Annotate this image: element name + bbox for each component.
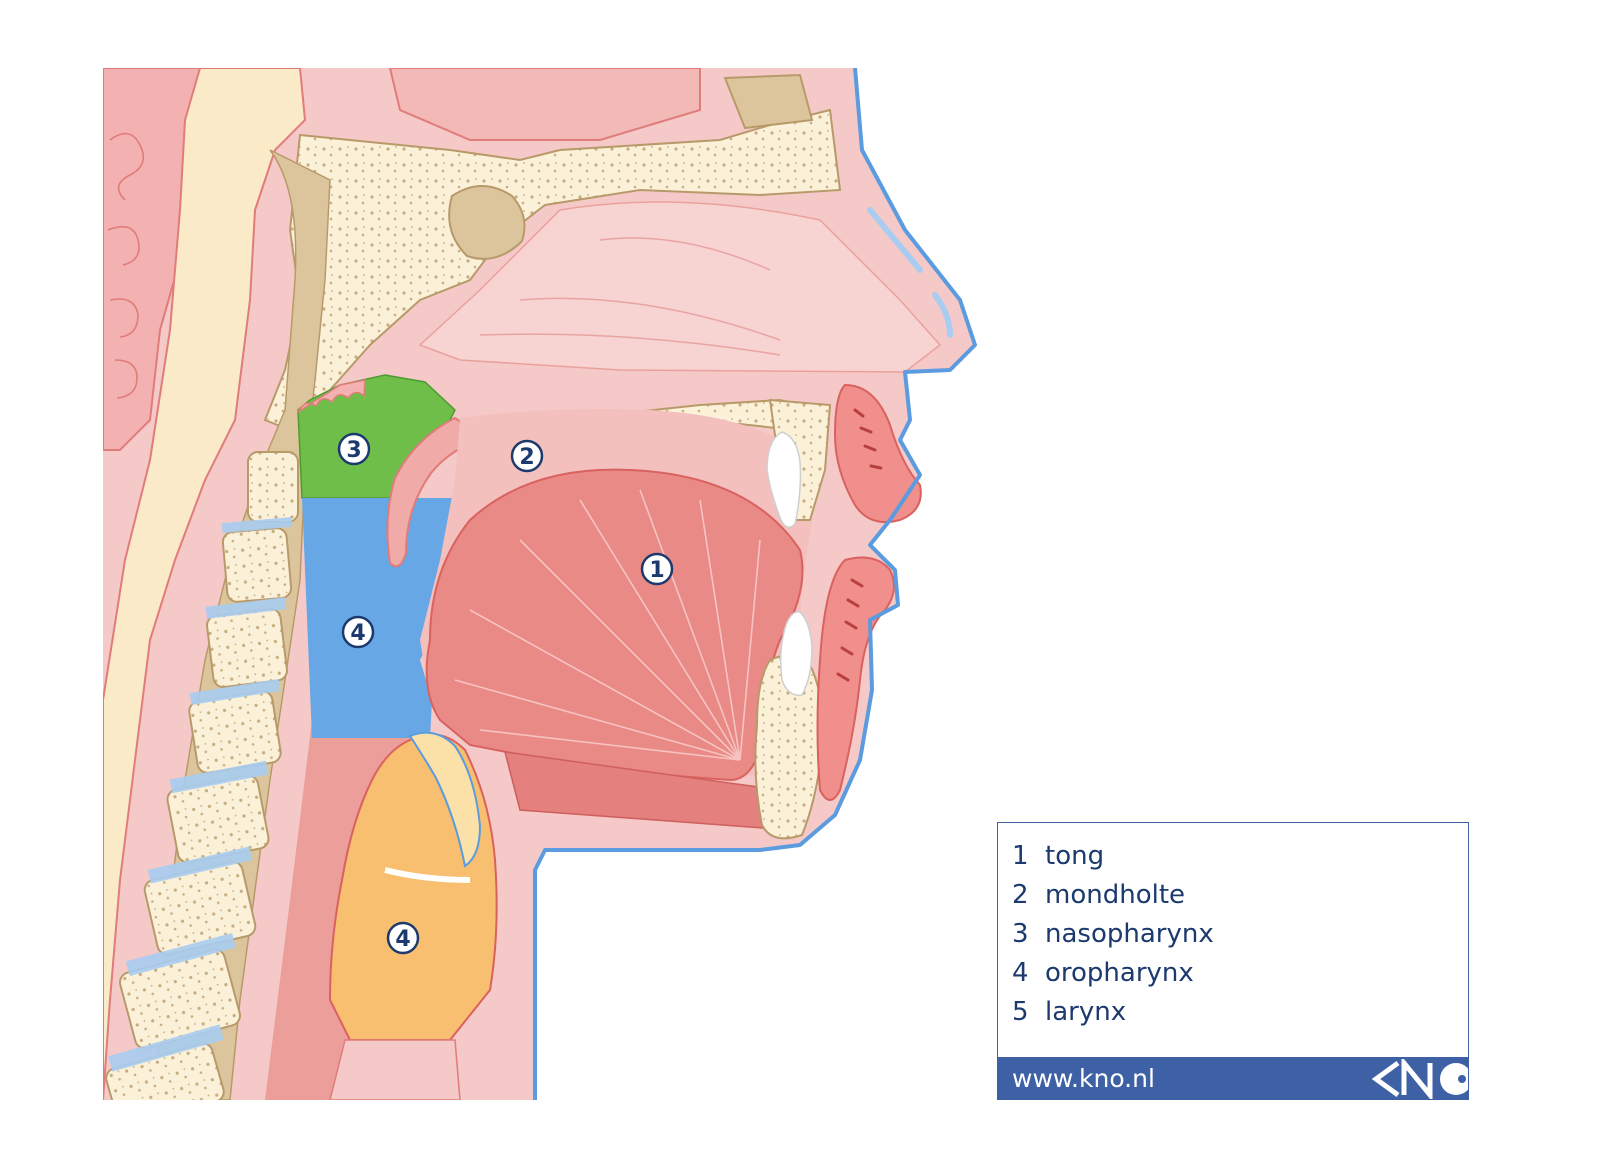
lip-muscle-texture xyxy=(836,408,883,682)
intervertebral-discs xyxy=(108,516,293,1072)
lower-tooth xyxy=(779,611,813,696)
nasal-cavity xyxy=(418,201,942,373)
tongue-muscle-fibers xyxy=(454,489,761,761)
svg-text:4: 4 xyxy=(395,927,410,952)
brain-upper xyxy=(388,68,701,141)
legend-label: mondholte xyxy=(1045,880,1186,910)
legend-footer: www.kno.nl xyxy=(998,1057,1468,1099)
marker-tongue: 1 xyxy=(640,552,674,586)
brain-folds xyxy=(107,132,145,399)
marker-nasopharynx: 3 xyxy=(337,432,371,466)
legend-number: 1 xyxy=(1012,841,1029,871)
soft-palate xyxy=(386,416,489,568)
legend-label: nasopharynx xyxy=(1045,919,1214,949)
trachea xyxy=(329,1039,461,1100)
legend-item: 1 tong xyxy=(1012,837,1468,876)
nasal-cartilage xyxy=(867,207,953,338)
legend-label: oropharynx xyxy=(1045,958,1194,988)
legend-number: 2 xyxy=(1012,880,1029,910)
legend-list: 1 tong 2 mondholte 3 nasopharynx 4 oropharyn… xyxy=(998,823,1468,1032)
svg-text:4: 4 xyxy=(350,621,365,646)
frontal-sinus xyxy=(723,73,814,130)
svg-text:2: 2 xyxy=(519,445,534,470)
oropharynx-region xyxy=(302,498,466,738)
legend-number: 5 xyxy=(1012,997,1029,1027)
svg-text:3: 3 xyxy=(346,438,361,463)
marker-oral-cavity: 2 xyxy=(510,439,544,473)
vocal-folds xyxy=(384,867,471,883)
legend-label: tong xyxy=(1045,841,1105,871)
adenoid xyxy=(297,379,366,413)
skin-outline xyxy=(533,68,977,1100)
epiglottis xyxy=(408,731,482,868)
legend-item: 4 oropharynx xyxy=(1012,954,1468,993)
legend-label: larynx xyxy=(1045,997,1127,1027)
legend-item: 2 mondholte xyxy=(1012,876,1468,915)
tongue xyxy=(425,468,804,782)
marker-oropharynx: 4 xyxy=(341,615,375,649)
legend-box: 1 tong 2 mondholte 3 nasopharynx 4 oropharyn… xyxy=(997,822,1469,1100)
turbinate-lines xyxy=(479,237,781,356)
upper-lip xyxy=(833,383,922,524)
sphenoid-sinus xyxy=(448,185,526,260)
svg-text:1: 1 xyxy=(649,558,664,583)
legend-item: 3 nasopharynx xyxy=(1012,915,1468,954)
skull-occipital xyxy=(103,68,307,1100)
legend-item: 5 larynx xyxy=(1012,993,1468,1032)
legend-number: 3 xyxy=(1012,919,1029,949)
website-link[interactable]: www.kno.nl xyxy=(1012,1064,1155,1093)
kno-logo xyxy=(1371,1059,1468,1099)
marker-larynx: 4 xyxy=(386,921,420,955)
upper-tooth xyxy=(766,431,802,528)
legend-number: 4 xyxy=(1012,958,1029,988)
